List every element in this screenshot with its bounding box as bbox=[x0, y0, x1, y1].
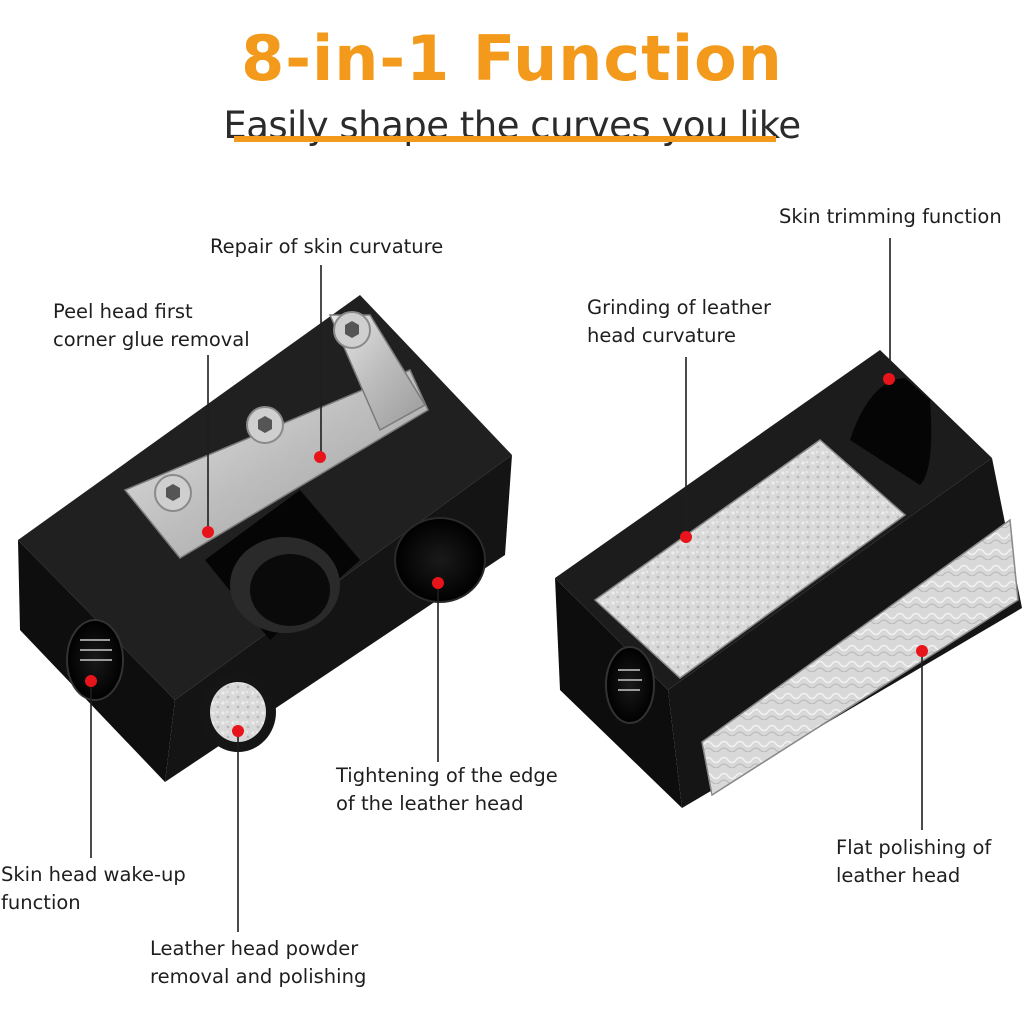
marker-tightening bbox=[432, 577, 444, 589]
label-repair-curvature: Repair of skin curvature bbox=[210, 233, 443, 261]
grinding-plate bbox=[593, 439, 907, 679]
callout-markers bbox=[85, 373, 928, 737]
label-flat-polishing: Flat polishing of leather head bbox=[836, 834, 991, 890]
screw-3 bbox=[154, 474, 192, 512]
label-wake-up-line1: Skin head wake-up bbox=[1, 863, 186, 886]
marker-grinding bbox=[680, 531, 692, 543]
label-grinding-line1: Grinding of leather bbox=[587, 296, 772, 319]
label-skin-trimming: Skin trimming function bbox=[779, 203, 1002, 231]
right-tool-block bbox=[555, 350, 1022, 808]
label-grinding: Grinding of leather head curvature bbox=[587, 294, 771, 350]
blade bbox=[123, 369, 429, 559]
marker-flat-polishing bbox=[916, 645, 928, 657]
label-peel-head-line1: Peel head first bbox=[53, 300, 193, 323]
subtitle-underline bbox=[234, 136, 776, 142]
marker-powder-removal bbox=[232, 725, 244, 737]
trimming-cutout bbox=[850, 378, 932, 485]
label-grinding-line2: head curvature bbox=[587, 324, 737, 347]
leader-lines bbox=[90, 238, 923, 932]
left-tool-block bbox=[18, 295, 512, 782]
label-tightening-line2: of the leather head bbox=[336, 792, 524, 815]
label-peel-head: Peel head first corner glue removal bbox=[53, 298, 250, 354]
label-flat-polishing-line2: leather head bbox=[836, 864, 961, 887]
screw-1 bbox=[333, 311, 371, 349]
label-tightening: Tightening of the edge of the leather he… bbox=[336, 762, 558, 818]
label-peel-head-line2: corner glue removal bbox=[53, 328, 250, 351]
marker-peel-head bbox=[202, 526, 214, 538]
label-wake-up: Skin head wake-up function bbox=[1, 861, 186, 917]
label-repair-curvature-text: Repair of skin curvature bbox=[210, 235, 444, 258]
label-powder-removal-line2: removal and polishing bbox=[150, 965, 367, 988]
label-wake-up-line2: function bbox=[1, 891, 81, 914]
screw-2 bbox=[246, 406, 284, 444]
marker-skin-trimming bbox=[883, 373, 895, 385]
label-flat-polishing-line1: Flat polishing of bbox=[836, 836, 992, 859]
label-skin-trimming-text: Skin trimming function bbox=[779, 205, 1002, 228]
label-tightening-line1: Tightening of the edge bbox=[336, 764, 558, 787]
marker-repair-curvature bbox=[314, 451, 326, 463]
marker-wake-up bbox=[85, 675, 97, 687]
polishing-plate bbox=[701, 518, 1019, 797]
right-block-side-hole bbox=[605, 646, 655, 724]
label-powder-removal: Leather head powder removal and polishin… bbox=[150, 935, 366, 991]
page-title: 8-in-1 Function bbox=[241, 22, 783, 95]
label-powder-removal-line1: Leather head powder bbox=[150, 937, 359, 960]
right-side-hole bbox=[394, 517, 486, 603]
